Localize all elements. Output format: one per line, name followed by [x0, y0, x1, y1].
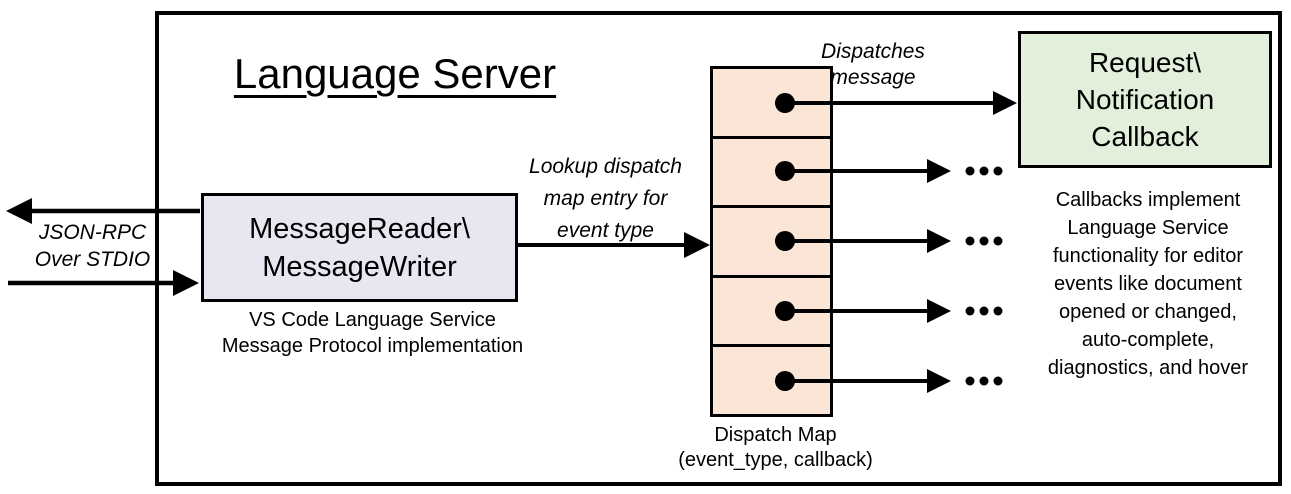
diagram-title-text: Language Server [233, 50, 557, 97]
dispatch-cell [713, 69, 830, 136]
dispatch-cell [713, 205, 830, 275]
callbacks-description: Callbacks implement Language Service fun… [1047, 189, 1249, 379]
dispatch-map-label: Dispatch Map (event_type, callback) [678, 424, 873, 471]
request-notification-callback-box: Request\ Notification Callback [1018, 31, 1272, 168]
dispatch-cell [713, 135, 830, 206]
dispatches-message-label: Dispatches message [821, 40, 925, 89]
dispatch-map-table [710, 66, 833, 417]
dispatch-cell [713, 274, 830, 345]
language-server-boundary-box [155, 11, 1282, 486]
message-reader-writer-label: MessageReader\ MessageWriter [249, 212, 470, 283]
json-rpc-stdio-label: JSON-RPC Over STDIO [34, 221, 151, 271]
message-reader-writer-box: MessageReader\ MessageWriter [201, 193, 518, 302]
lookup-dispatch-label: Lookup dispatch map entry for event type [529, 155, 682, 242]
diagram-title: Language Server [185, 50, 605, 98]
callback-box-label: Request\ Notification Callback [1075, 47, 1215, 152]
message-box-caption: VS Code Language Service Message Protoco… [221, 309, 524, 357]
dispatch-cell [713, 344, 830, 414]
